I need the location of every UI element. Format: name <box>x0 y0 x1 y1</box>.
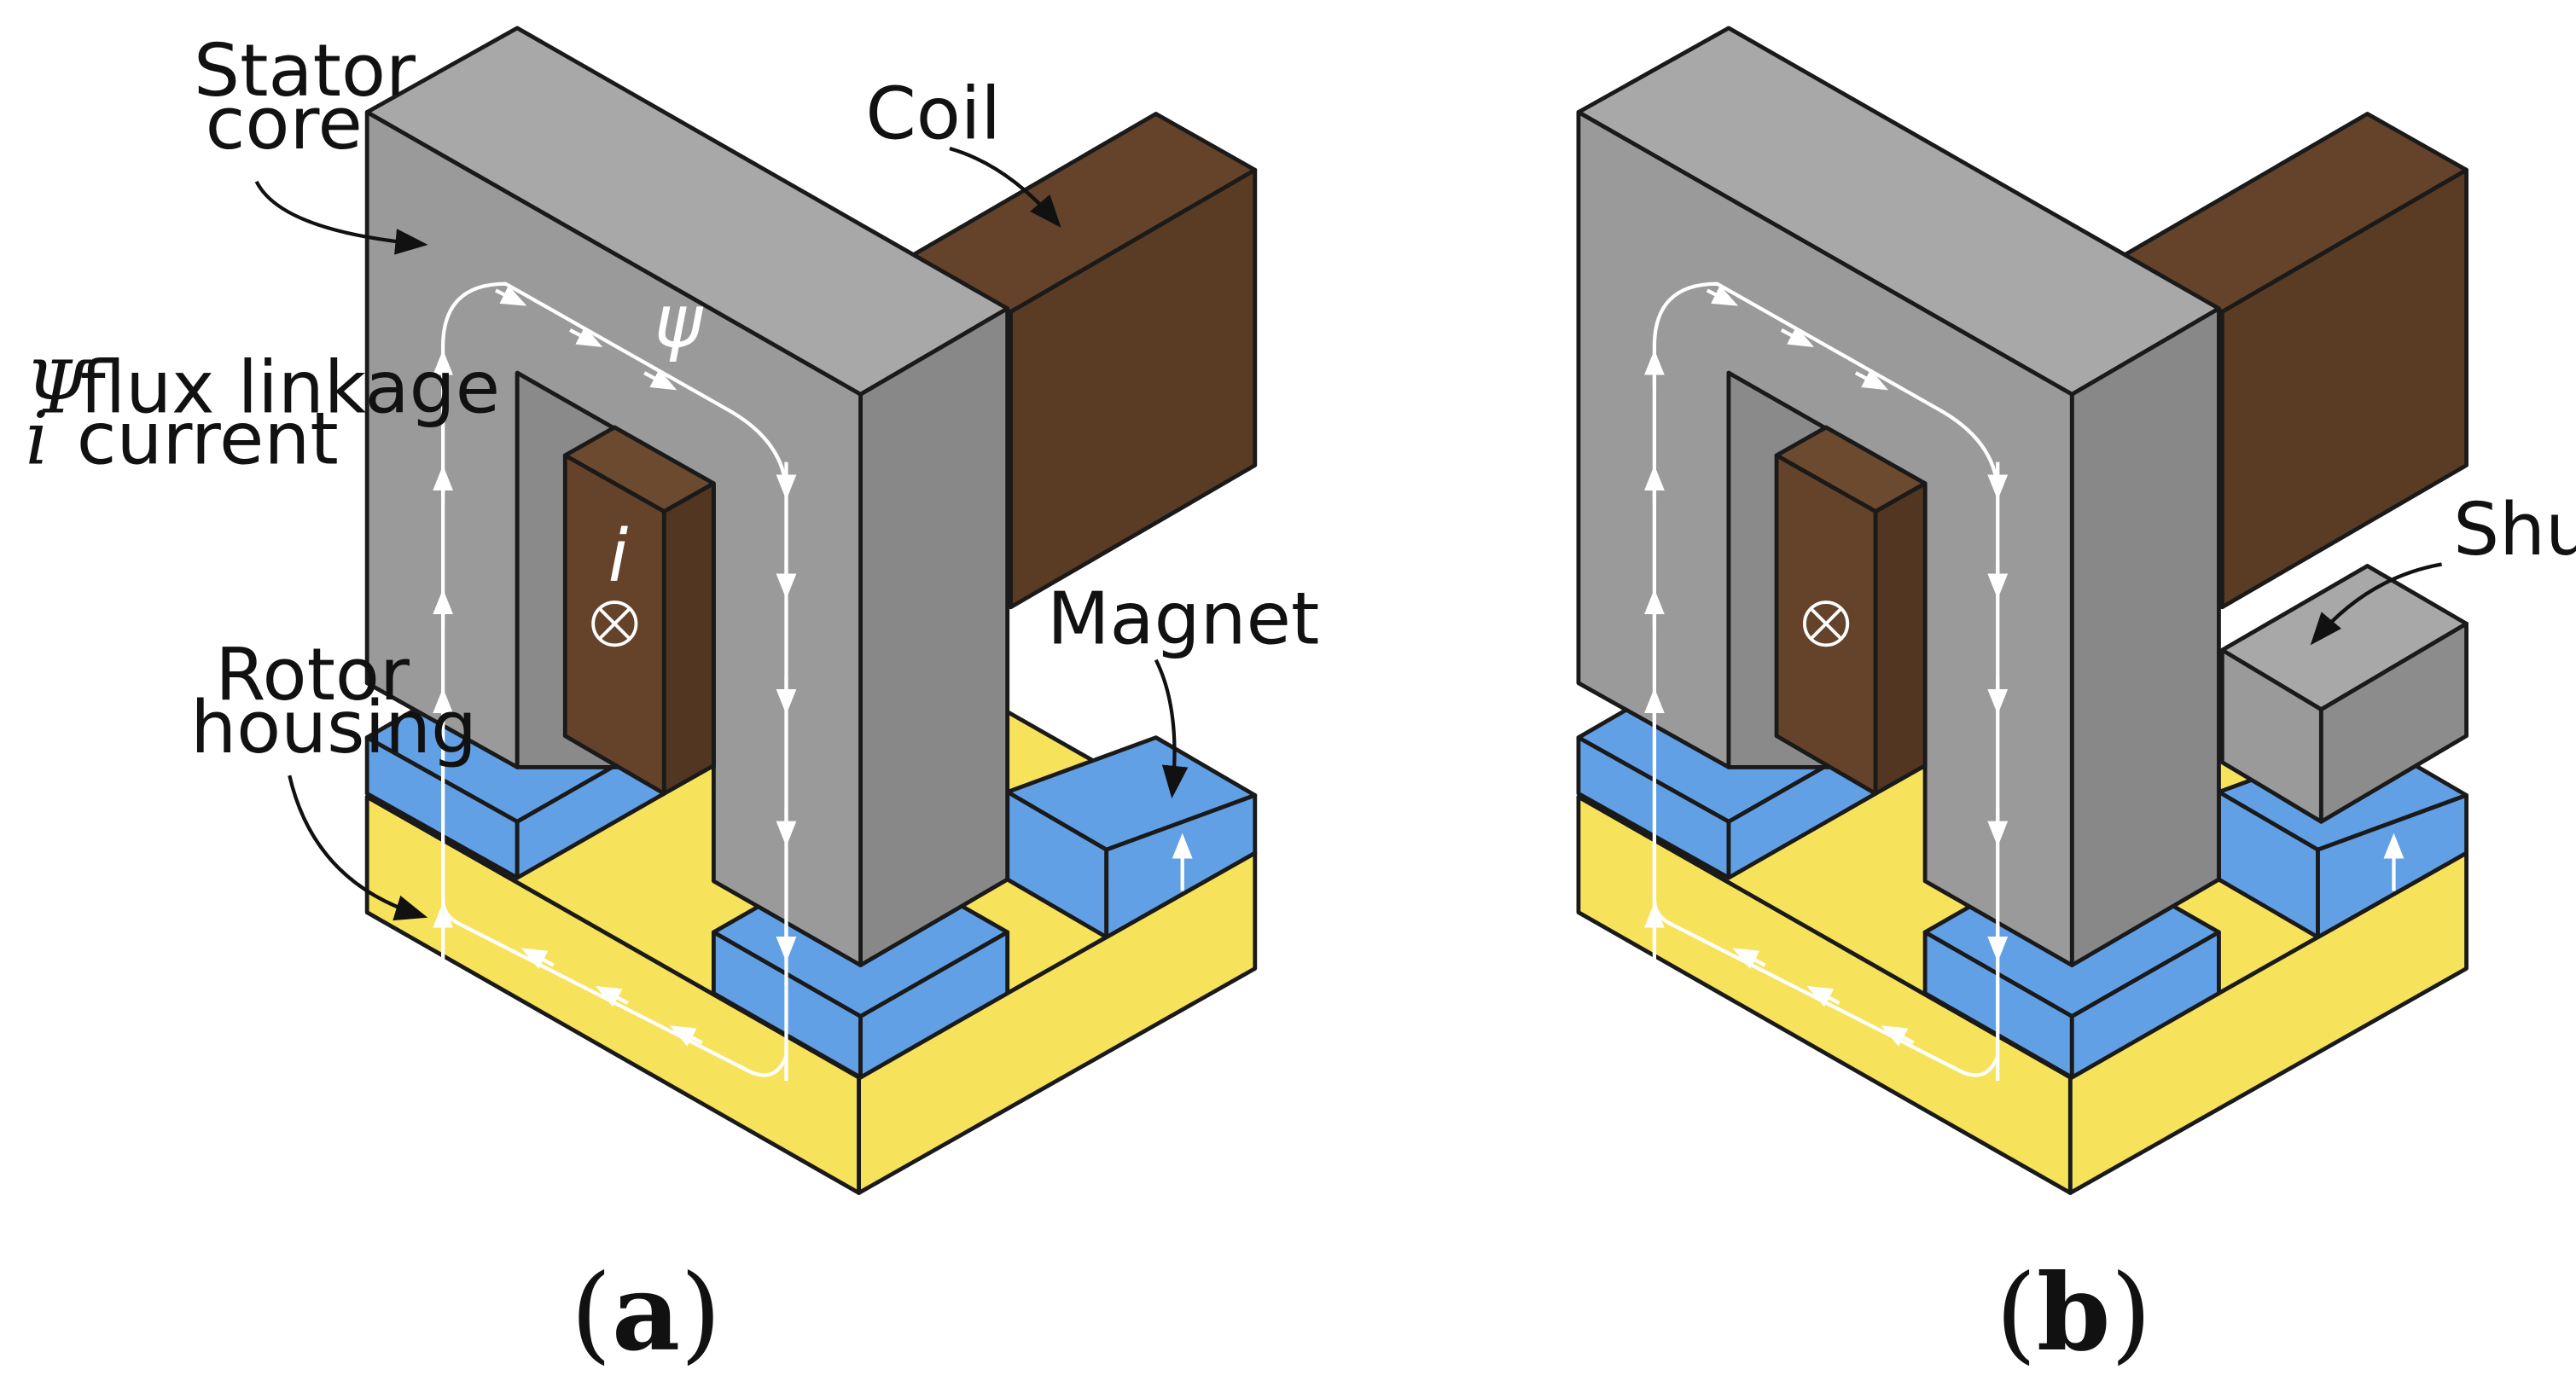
legend-flux-text: flux linkage <box>80 346 500 431</box>
label-coil: Coil <box>865 72 1001 156</box>
core-right-side <box>858 306 1010 967</box>
current-symbol: i <box>608 514 629 599</box>
label-shunt: Shunt <box>2453 488 2576 572</box>
coil-back-b <box>2120 112 2469 610</box>
panel-b: Shunt (b) <box>1576 26 2576 1375</box>
current-into-page-icon-b <box>1802 601 1850 647</box>
label-core: core <box>206 82 363 166</box>
coil-front-b <box>1774 425 1928 796</box>
label-stator: Stator <box>194 29 416 113</box>
coil-leader <box>949 147 1061 228</box>
label-rotor: Rotor <box>215 633 410 717</box>
caption-a: (a) <box>571 1251 722 1375</box>
label-housing: housing <box>190 686 477 770</box>
magnet-leader <box>1154 659 1189 799</box>
legend-flux-symbol: Ψ <box>26 346 92 431</box>
panel-a: ψ i Stator core Coil Magnet Rotor housin… <box>26 26 1319 1375</box>
flux-path: ψ i <box>433 280 1193 1081</box>
legend-current-symbol: i <box>26 397 49 482</box>
flux-path-b <box>1643 281 2404 1081</box>
legend-current-text: current <box>77 397 339 482</box>
flux-symbol: ψ <box>654 280 704 364</box>
label-magnet: Magnet <box>1047 577 1319 661</box>
current-into-page-icon <box>591 601 638 647</box>
coil-front <box>562 425 716 796</box>
shunt <box>2219 564 2469 824</box>
legend: Ψ flux linkage i current <box>26 346 500 482</box>
caption-b: (b) <box>1996 1251 2152 1375</box>
stator-leader <box>254 180 428 255</box>
housing-leader <box>288 775 428 921</box>
shunt-leader <box>2310 562 2442 646</box>
coil-back <box>910 112 1258 610</box>
